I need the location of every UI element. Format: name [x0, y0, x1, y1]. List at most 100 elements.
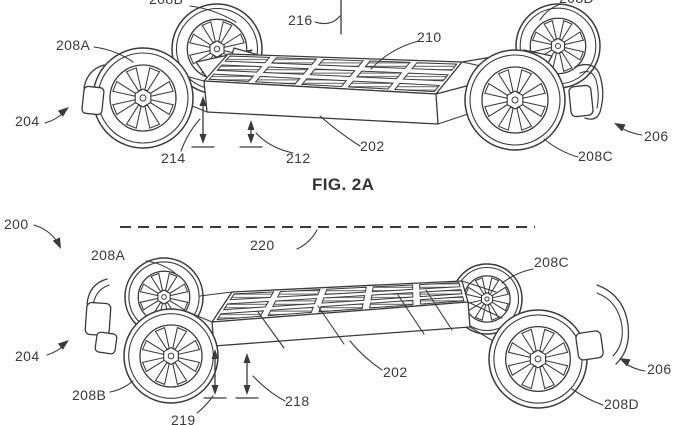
- battery-module-cell: [222, 300, 270, 311]
- fig2b-leader-lines: [109, 229, 604, 414]
- leader-208B: [109, 380, 134, 393]
- ref-label-219: 219: [171, 412, 196, 425]
- battery-module-cell: [393, 82, 441, 93]
- ref-label-210: 210: [417, 29, 442, 45]
- hub-center: [484, 296, 490, 302]
- leader-202: [319, 115, 361, 147]
- hub-center: [554, 42, 562, 50]
- dim-arrow-219: [203, 349, 227, 399]
- wheel-spoke: [497, 106, 514, 131]
- leader-208D-top: [539, 3, 562, 21]
- battery-module-cell: [369, 299, 414, 309]
- ref-label-208B-top: 208B: [149, 0, 183, 7]
- battery-module-grid: [216, 282, 465, 321]
- ref-label-218: 218: [285, 393, 310, 409]
- ref-label-202-b: 202: [383, 364, 408, 380]
- wheel-spoke: [125, 104, 142, 129]
- battery-module-cell: [419, 296, 465, 305]
- ref-label-208B-b: 208B: [72, 387, 107, 403]
- fig2b-front-left-wheel: [123, 308, 219, 404]
- battery-module-cell: [402, 72, 450, 82]
- fig2b-arrow-206: [619, 358, 646, 372]
- leader-218: [252, 375, 286, 402]
- battery-module-cell: [270, 57, 318, 66]
- battery-module-cell: [410, 62, 458, 71]
- hub-center: [213, 45, 221, 53]
- hub-center: [511, 96, 519, 104]
- wheel-spoke: [154, 362, 170, 386]
- leader-208A: [93, 46, 134, 63]
- ref-label-208D-b: 208D: [604, 396, 640, 412]
- fig2b-chassis: [187, 280, 503, 351]
- fig2a-right-bumper: [568, 63, 604, 120]
- hub-center: [161, 294, 167, 300]
- battery-module-cell: [276, 289, 321, 298]
- battery-module-cell: [371, 284, 414, 293]
- battery-module-cell: [317, 58, 365, 68]
- ref-label-206-b: 206: [647, 361, 672, 377]
- leader-208C: [501, 268, 534, 284]
- ref-label-216: 216: [288, 12, 313, 28]
- fig2a-arrow-206: [614, 123, 643, 136]
- leader-208B-top: [189, 5, 237, 23]
- ref-label-208D-top: 208D: [559, 0, 594, 6]
- wheel-spoke: [144, 67, 161, 92]
- battery-module-grid: [208, 55, 458, 93]
- hub-center: [139, 94, 147, 102]
- fig2b-rear-right-wheel: [451, 263, 523, 335]
- ref-label-204-b: 204: [15, 348, 40, 364]
- ref-label-200: 200: [4, 216, 29, 232]
- ref-label-202: 202: [360, 138, 385, 154]
- battery-module-cell: [300, 78, 348, 88]
- ref-label-212: 212: [286, 150, 311, 166]
- fig2b-left-bumper: [84, 278, 118, 355]
- wheel-spoke: [516, 69, 533, 94]
- battery-module-cell: [254, 75, 301, 85]
- fig2b-front-right-wheel: [488, 309, 588, 409]
- fig2a-front-left-wheel: [92, 47, 194, 149]
- battery-module-cell: [321, 294, 366, 304]
- battery-module-cell: [364, 60, 411, 69]
- fig2b-arrow-200: [33, 224, 61, 249]
- ref-label-208C-b: 208C: [534, 254, 570, 270]
- battery-module-cell: [419, 289, 463, 298]
- battery-module-cell: [347, 80, 394, 90]
- leader-219: [196, 395, 214, 414]
- ref-label-208A-b: 208A: [91, 247, 126, 263]
- dim-arrow-212: [239, 120, 263, 148]
- battery-module-cell: [370, 292, 414, 301]
- battery-module-cell: [318, 303, 364, 313]
- leader-212: [255, 132, 294, 154]
- fig2a-left-bumper: [81, 64, 105, 116]
- leader-202: [349, 340, 383, 371]
- ref-label-206: 206: [644, 128, 669, 144]
- ref-label-220: 220: [250, 237, 275, 253]
- battery-module-cell: [272, 297, 318, 307]
- battery-module-cell: [355, 70, 403, 80]
- battery-module-cell: [216, 64, 263, 73]
- leader-216: [314, 15, 341, 25]
- dim-arrow-218: [235, 353, 259, 399]
- fig2a-leader-lines: [93, 3, 579, 158]
- ref-label-208C: 208C: [578, 148, 614, 164]
- leader-214: [180, 118, 201, 152]
- battery-module-cell: [267, 306, 314, 317]
- leader-210: [370, 40, 420, 70]
- battery-module-cell: [224, 55, 271, 64]
- leader-208A: [145, 260, 176, 274]
- ref-label-214: 214: [161, 150, 186, 166]
- leader-220: [296, 229, 318, 250]
- fig2a-drawing: [44, 0, 643, 158]
- battery-module-cell: [309, 68, 356, 78]
- battery-module-cell: [262, 66, 310, 75]
- ref-label-208A: 208A: [56, 37, 91, 53]
- battery-module-cell: [418, 282, 461, 290]
- fig2a-caption: FIG. 2A: [312, 175, 375, 194]
- fig2a-front-right-wheel: [464, 49, 566, 151]
- hub-center: [167, 352, 175, 360]
- leader-208C: [543, 138, 579, 158]
- leader-208D: [571, 388, 604, 406]
- hub-center: [534, 355, 542, 363]
- wheel-spoke: [172, 326, 188, 350]
